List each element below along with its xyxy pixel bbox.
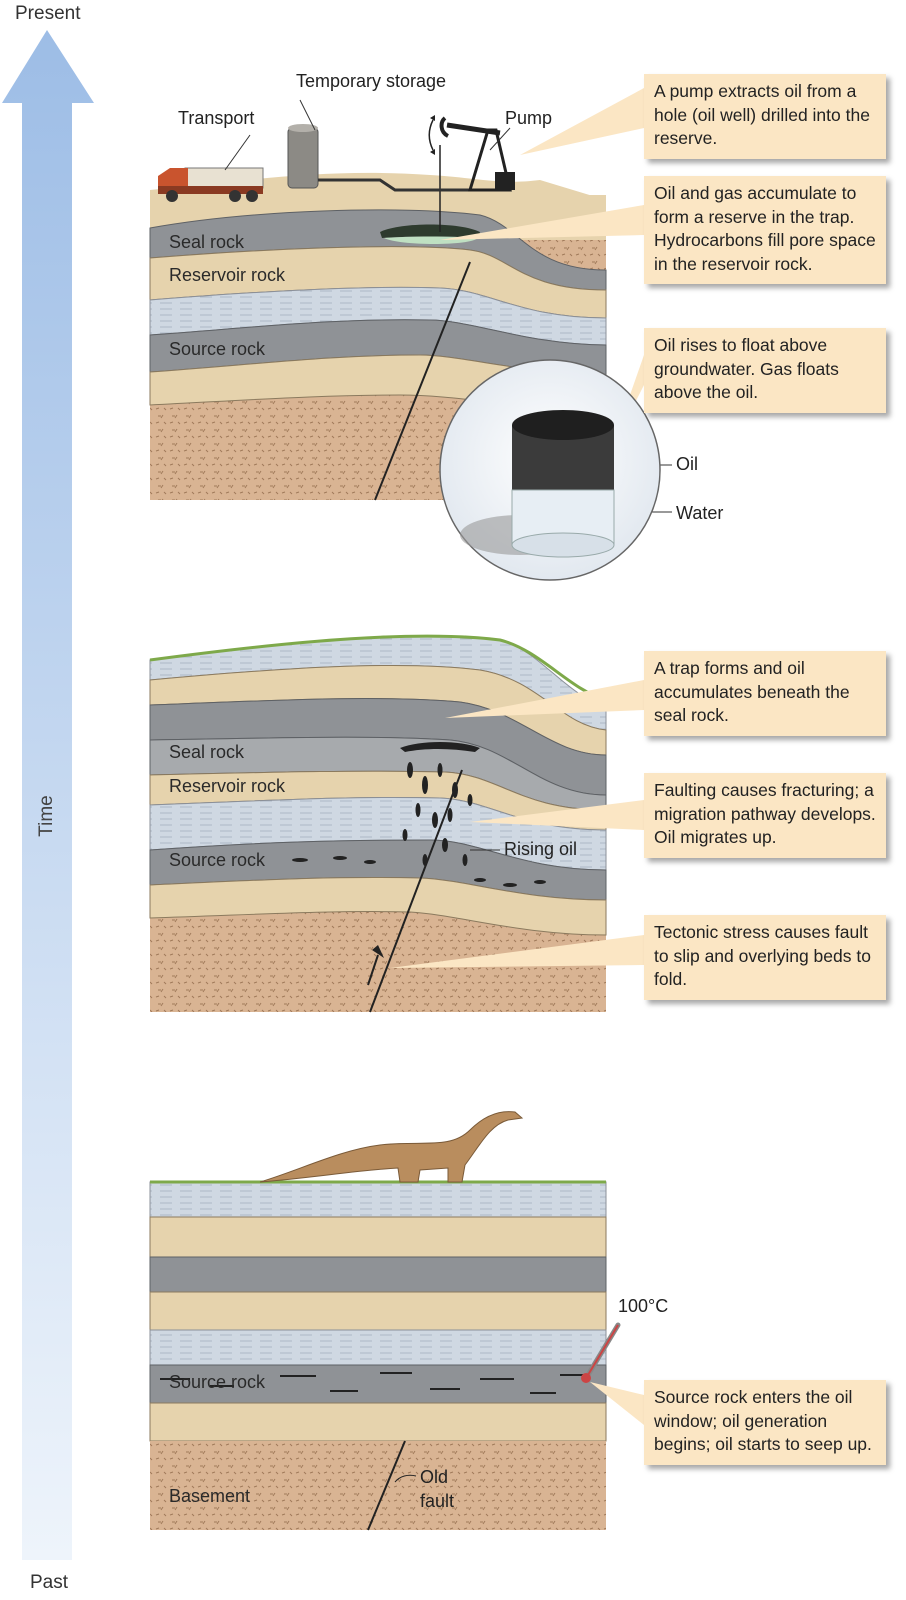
seal-rock-label: Seal rock	[169, 232, 245, 252]
dinosaur-icon	[259, 1111, 524, 1183]
source-rock-label: Source rock	[169, 339, 266, 359]
oil-label: Oil	[676, 454, 698, 474]
present-label: Present	[15, 3, 81, 24]
transport-label: Transport	[178, 108, 255, 128]
pump-label: Pump	[505, 108, 553, 128]
callout-faulting: Faulting causes fracturing; a migration …	[644, 773, 886, 858]
callout-oil-floats: Oil rises to float above groundwater. Ga…	[644, 328, 886, 413]
old-fault-label-line1: Old	[420, 1467, 449, 1487]
callout-tectonic-stress: Tectonic stress causes fault to slip and…	[644, 915, 886, 1000]
rising-oil-label: Rising oil	[504, 839, 578, 859]
thermometer-icon	[581, 1322, 621, 1383]
oil-water-jar-illustration	[439, 359, 661, 581]
reservoir-rock-label-middle: Reservoir rock	[169, 776, 286, 796]
time-axis-label: Time	[36, 795, 57, 837]
pump-jack-icon	[428, 115, 515, 192]
bottom-cross-section	[149, 1180, 607, 1531]
storage-tank-icon	[287, 124, 500, 192]
source-rock-label-middle: Source rock	[169, 850, 266, 870]
reservoir-rock-label: Reservoir rock	[169, 265, 286, 285]
temporary-storage-label: Temporary storage	[296, 71, 447, 91]
old-fault-label-line2: fault	[420, 1491, 455, 1511]
time-arrow	[2, 30, 94, 1560]
past-label: Past	[30, 1572, 69, 1593]
callout-oil-window: Source rock enters the oil window; oil g…	[644, 1380, 886, 1465]
basement-label: Basement	[169, 1486, 251, 1506]
water-label: Water	[676, 503, 724, 523]
callout-reserve-accumulate: Oil and gas accumulate to form a reserve…	[644, 176, 886, 284]
callout-trap-forms: A trap forms and oil accumulates beneath…	[644, 651, 886, 736]
callout-pump-extracts: A pump extracts oil from a hole (oil wel…	[644, 74, 886, 159]
middle-cross-section	[149, 634, 607, 1013]
middle-leader-lines	[390, 680, 644, 968]
transport-truck-icon	[158, 167, 264, 202]
seal-rock-label-middle: Seal rock	[169, 742, 245, 762]
rising-oil-streaks	[292, 762, 546, 887]
source-rock-label-bottom: Source rock	[169, 1372, 266, 1392]
bottom-leader-lines	[590, 1382, 644, 1425]
temperature-label: 100°C	[618, 1296, 669, 1316]
